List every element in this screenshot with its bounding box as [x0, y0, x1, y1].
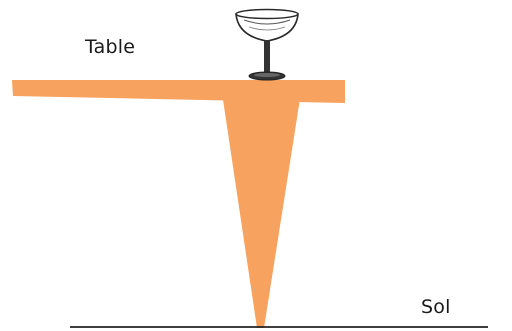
- table-leg: [221, 86, 302, 328]
- table-label: Table: [85, 36, 135, 58]
- wine-glass-icon: [236, 10, 298, 81]
- floor-label: Sol: [421, 296, 451, 318]
